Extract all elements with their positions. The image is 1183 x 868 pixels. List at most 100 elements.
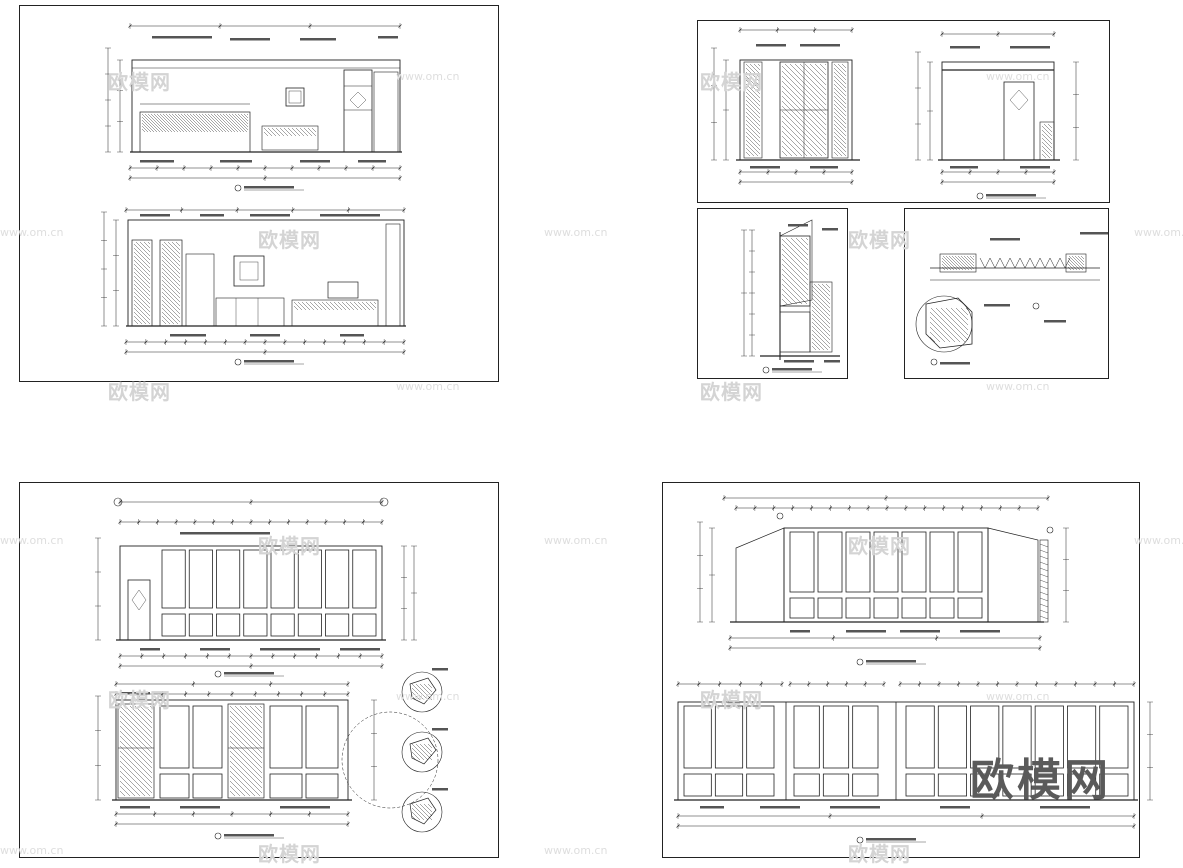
wainscot-panel	[970, 773, 1000, 797]
hatch-line	[1067, 257, 1081, 271]
wainscot-panel	[714, 773, 744, 797]
annotation-text-mark	[300, 38, 336, 41]
hatch-line	[133, 295, 151, 313]
detail-pattern	[1009, 257, 1016, 269]
detail-pattern	[1034, 257, 1041, 269]
hatch-line	[1047, 123, 1053, 129]
hatch-line	[799, 63, 827, 91]
shelf-section	[809, 281, 833, 353]
hatch-line	[411, 811, 421, 821]
hatch-line	[811, 333, 829, 351]
hatch-line	[141, 128, 146, 133]
hatch-line	[133, 283, 151, 301]
hatch-line	[365, 301, 375, 311]
wainscot-panel	[305, 773, 339, 799]
hatch-line	[133, 287, 151, 305]
hatch-line	[745, 75, 761, 91]
wainscot-panel	[297, 613, 322, 637]
annotation-text-mark	[260, 648, 320, 651]
hatch-line	[345, 301, 355, 311]
annotation-text-mark	[986, 194, 1036, 197]
hatch-line	[165, 113, 185, 133]
annotation-text-mark	[120, 806, 150, 809]
wall-picture	[288, 90, 302, 104]
wainscot-panel	[161, 549, 186, 609]
hatch-line	[941, 260, 952, 271]
hatch-line	[833, 67, 847, 81]
hatch-line	[143, 241, 151, 249]
annotation-text-mark	[990, 238, 1020, 241]
wainscot-panel	[789, 531, 815, 593]
hatch-line	[349, 301, 359, 311]
hatch-line	[243, 113, 249, 119]
hatch-line	[177, 113, 197, 133]
hatch-line	[144, 705, 153, 714]
hatch-line	[809, 63, 827, 81]
annotation-text-mark	[960, 630, 1000, 633]
hatch-line	[133, 259, 151, 277]
hatch-line	[837, 63, 847, 73]
hatch-line	[161, 299, 181, 319]
wainscot-panel	[901, 531, 927, 593]
wainscot-panel	[1002, 773, 1032, 797]
elevation-outline	[119, 545, 383, 641]
wainscot-panel	[305, 705, 339, 769]
hatch-line	[303, 127, 313, 137]
annotation-text-mark	[846, 630, 886, 633]
hatch-line	[161, 315, 171, 325]
hatch-line	[267, 127, 277, 137]
cad-line	[1009, 99, 1020, 111]
hatch-line	[419, 743, 433, 757]
annotation-text-mark	[140, 648, 160, 651]
grid-axis-bubble	[1046, 526, 1054, 534]
hatch-line	[244, 705, 263, 724]
hatch-line	[415, 743, 433, 761]
hatch-line	[1067, 263, 1075, 271]
wall-niche	[185, 253, 215, 327]
hatch-line	[174, 113, 194, 133]
hatch-line	[745, 111, 761, 127]
wainscot-panel	[1099, 773, 1129, 797]
hatch-line	[745, 147, 755, 157]
wainscot-panel	[188, 613, 213, 637]
profile-detail-bubble	[401, 731, 443, 773]
hatch-line	[411, 747, 425, 761]
hatch-line	[745, 83, 761, 99]
cad-line	[138, 599, 147, 611]
hatch-line	[1041, 149, 1051, 159]
hatch-line	[147, 241, 151, 245]
hatch-line	[833, 127, 847, 141]
hatch-line	[119, 710, 153, 744]
hatch-line	[119, 730, 153, 764]
wainscot-panel	[929, 531, 955, 593]
hatch-line	[825, 283, 831, 289]
annotation-text-mark	[866, 838, 916, 841]
hatch-line	[171, 241, 181, 251]
molding-profile	[925, 297, 973, 349]
hatch-line	[119, 780, 136, 797]
hatch-line	[161, 291, 181, 311]
detail-block	[1065, 253, 1087, 273]
annotation-text-mark	[984, 304, 1010, 307]
hatch-line	[133, 307, 151, 325]
hatch-line	[325, 301, 335, 311]
wainscot-panel	[269, 773, 303, 799]
hatch-line	[161, 303, 181, 323]
hatch-line	[781, 120, 818, 157]
wall-column	[385, 223, 401, 327]
annotation-text-mark	[1020, 166, 1050, 169]
hatch-line	[781, 268, 809, 296]
hatch-line	[411, 695, 417, 701]
grid-axis-bubble	[113, 497, 123, 507]
hatch-line	[415, 683, 433, 701]
wall-art	[233, 255, 265, 287]
cad-line	[1009, 89, 1020, 101]
hatch-line	[941, 266, 946, 271]
hatch-line	[811, 325, 831, 345]
annotation-text-mark	[224, 672, 274, 675]
hatch-line	[795, 237, 809, 251]
hatch-line	[141, 119, 155, 133]
annotation-text-mark	[950, 46, 980, 49]
wainscot-panel	[683, 773, 712, 797]
sofa-outline	[139, 111, 251, 153]
